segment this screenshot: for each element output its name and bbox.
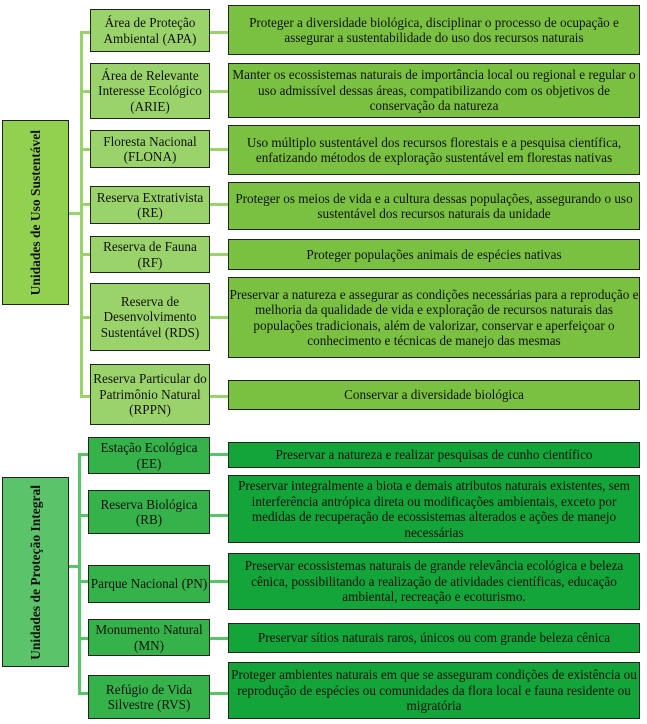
desc-text: Uso múltiplo sustentável dos recursos fl… xyxy=(246,134,622,166)
desc-text: Preservar a natureza e assegurar as cond… xyxy=(229,286,639,349)
connector-link xyxy=(209,395,228,398)
connector-branch xyxy=(80,203,90,206)
desc-text: Proteger a diversidade biológica, discip… xyxy=(249,14,619,46)
desc-flona: Uso múltiplo sustentável dos recursos fl… xyxy=(228,125,640,175)
connector-link xyxy=(209,253,228,256)
connector-link xyxy=(209,637,228,640)
item-name: Parque Nacional (PN) xyxy=(90,576,208,592)
desc-ee: Preservar a natureza e realizar pesquisa… xyxy=(228,442,640,468)
desc-arie: Manter os ecossistemas naturais de impor… xyxy=(228,63,640,118)
desc-text: Preservar integralmente a biota e demais… xyxy=(238,478,630,540)
item-name: Refúgio de Vida Silvestre (RVS) xyxy=(105,681,193,713)
connector-link xyxy=(209,31,228,34)
desc-text: Preservar ecossistemas naturais de grand… xyxy=(244,558,624,605)
desc-text: Manter os ecossistemas naturais de impor… xyxy=(232,67,636,114)
item-rppn: Reserva Particular do Patrimônio Natural… xyxy=(90,364,210,425)
item-apa: Área de Proteção Ambiental (APA) xyxy=(90,9,210,52)
desc-text: Conservar a diversidade biológica xyxy=(344,387,524,403)
connector-branch xyxy=(78,692,88,695)
desc-text: Preservar a natureza e realizar pesquisa… xyxy=(275,447,593,463)
desc-rds: Preservar a natureza e assegurar as cond… xyxy=(228,277,640,358)
connector-link xyxy=(209,90,228,93)
item-name: Área de Proteção Ambiental (APA) xyxy=(103,15,197,46)
connector-branch xyxy=(80,148,90,151)
connector-link xyxy=(209,580,228,583)
item-mn: Monumento Natural (MN) xyxy=(88,619,210,656)
category-title: Unidades de Uso Sustentável xyxy=(27,129,43,296)
item-arie: Área de Relevante Interesse Ecológico (A… xyxy=(90,63,210,119)
desc-rf: Proteger populações animais de espécies … xyxy=(228,239,640,270)
connector-link xyxy=(209,453,228,456)
connector-branch xyxy=(80,316,90,319)
item-flona: Floresta Nacional (FLONA) xyxy=(90,130,210,168)
connector-branch xyxy=(78,514,88,517)
item-name: Reserva de Desenvolvimento Sustentável (… xyxy=(100,293,200,340)
item-ee: Estação Ecológica (EE) xyxy=(88,437,210,474)
item-rvs: Refúgio de Vida Silvestre (RVS) xyxy=(88,675,210,719)
desc-text: Proteger os meios de vida e a cultura de… xyxy=(235,190,633,222)
item-name: Estação Ecológica (EE) xyxy=(100,440,198,471)
desc-rppn: Conservar a diversidade biológica xyxy=(228,380,640,410)
category-protecao-integral: Unidades de Proteção Integral xyxy=(2,477,69,667)
desc-text: Preservar sítios naturais raros, únicos … xyxy=(257,630,611,646)
category-uso-sustentavel: Unidades de Uso Sustentável xyxy=(2,120,69,305)
category-title: Unidades de Proteção Integral xyxy=(27,484,43,660)
desc-rvs: Proteger ambientes naturais em que se as… xyxy=(228,662,640,719)
item-rds: Reserva de Desenvolvimento Sustentável (… xyxy=(90,283,210,351)
item-rf: Reserva de Fauna (RF) xyxy=(90,236,210,273)
item-re: Reserva Extrativista (RE) xyxy=(90,186,210,224)
connector-branch xyxy=(80,395,90,398)
connector-branch xyxy=(78,637,88,640)
item-name: Floresta Nacional (FLONA) xyxy=(103,133,197,165)
desc-rb: Preservar integralmente a biota e demais… xyxy=(228,475,640,543)
item-name: Reserva Biológica (RB) xyxy=(100,496,198,528)
item-pn: Parque Nacional (PN) xyxy=(88,565,210,603)
item-name: Área de Relevante Interesse Ecológico (A… xyxy=(98,67,202,114)
desc-apa: Proteger a diversidade biológica, discip… xyxy=(228,5,640,55)
desc-re: Proteger os meios de vida e a cultura de… xyxy=(228,182,640,230)
connector-link xyxy=(209,203,228,206)
connector-branch xyxy=(80,31,90,34)
connector-branch xyxy=(78,580,88,583)
connector-trunk-2 xyxy=(78,453,81,694)
item-name: Reserva de Fauna (RF) xyxy=(103,239,197,270)
connector-link xyxy=(209,514,228,517)
item-name: Reserva Particular do Patrimônio Natural… xyxy=(93,371,207,418)
connector-branch xyxy=(78,453,88,456)
connector-link xyxy=(209,692,228,695)
item-name: Reserva Extrativista (RE) xyxy=(96,189,204,221)
connector-branch xyxy=(80,90,90,93)
desc-text: Proteger populações animais de espécies … xyxy=(306,246,562,262)
connector-branch xyxy=(80,253,90,256)
desc-text: Proteger ambientes naturais em que se as… xyxy=(231,667,637,714)
connector-link xyxy=(209,316,228,319)
item-name: Monumento Natural (MN) xyxy=(95,622,203,653)
item-rb: Reserva Biológica (RB) xyxy=(88,490,210,534)
connector-stub-1 xyxy=(68,212,82,215)
connector-stub-2 xyxy=(68,565,80,568)
desc-mn: Preservar sítios naturais raros, únicos … xyxy=(228,623,640,653)
desc-pn: Preservar ecossistemas naturais de grand… xyxy=(228,553,640,610)
connector-link xyxy=(209,148,228,151)
